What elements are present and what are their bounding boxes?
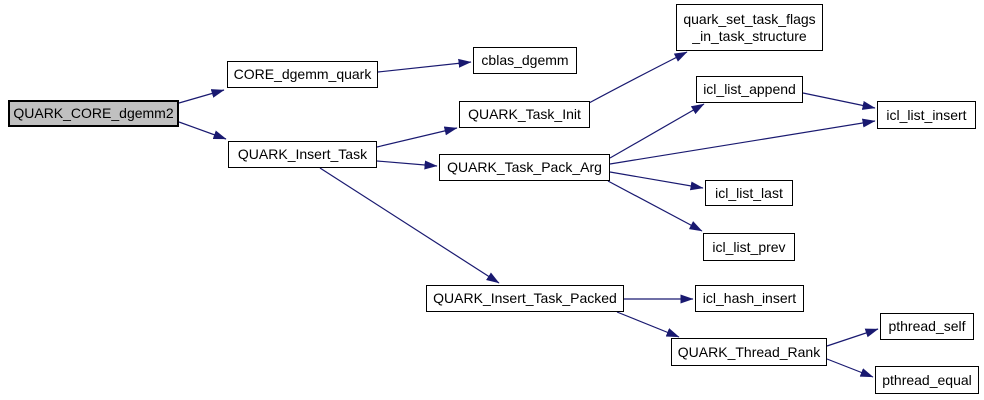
node-label: icl_list_last <box>715 184 783 201</box>
node-label: QUARK_Thread_Rank <box>677 343 821 360</box>
node-CORE_dgemm_quark[interactable]: CORE_dgemm_quark <box>227 61 378 88</box>
node-icl_list_last[interactable]: icl_list_last <box>705 180 793 206</box>
edge-QUARK_Insert_Task_Packed--QUARK_Thread_Rank <box>616 311 680 338</box>
node-icl_list_insert[interactable]: icl_list_insert <box>877 101 976 129</box>
edge-QUARK_Insert_Task--QUARK_Task_Init <box>376 126 458 148</box>
node-label: pthread_equal <box>882 371 972 388</box>
edge-icl_list_append--icl_list_insert <box>802 92 876 110</box>
edge-QUARK_Thread_Rank--pthread_equal <box>826 358 874 378</box>
node-label: QUARK_Task_Init <box>468 106 581 123</box>
node-label: _in_task_structure <box>692 27 807 44</box>
node-QUARK_Task_Pack_Arg[interactable]: QUARK_Task_Pack_Arg <box>439 154 610 181</box>
edge-QUARK_Task_Pack_Arg--icl_list_prev <box>607 180 703 232</box>
node-QUARK_CORE_dgemm2[interactable]: QUARK_CORE_dgemm2 <box>8 100 179 127</box>
edge-QUARK_Insert_Task--QUARK_Task_Pack_Arg <box>376 160 438 170</box>
node-label: icl_list_prev <box>712 238 786 255</box>
node-QUARK_Insert_Task_Packed[interactable]: QUARK_Insert_Task_Packed <box>426 285 624 312</box>
edge-QUARK_Insert_Task--QUARK_Insert_Task_Packed <box>319 167 500 284</box>
edges-group <box>178 51 879 378</box>
node-icl_hash_insert[interactable]: icl_hash_insert <box>695 285 804 312</box>
node-label: QUARK_Insert_Task <box>237 146 368 163</box>
edge-QUARK_Task_Pack_Arg--icl_list_append <box>609 103 705 159</box>
node-icl_list_prev[interactable]: icl_list_prev <box>703 233 795 261</box>
edge-QUARK_CORE_dgemm2--CORE_dgemm_quark <box>178 89 225 104</box>
node-label: QUARK_CORE_dgemm2 <box>13 105 174 122</box>
edge-QUARK_Task_Pack_Arg--icl_list_last <box>609 171 704 191</box>
node-label: CORE_dgemm_quark <box>233 66 372 83</box>
node-label: pthread_self <box>888 318 966 335</box>
node-label: icl_hash_insert <box>702 290 797 307</box>
node-label: icl_list_append <box>703 81 796 98</box>
edge-QUARK_Thread_Rank--pthread_self <box>826 328 879 347</box>
node-label: QUARK_Insert_Task_Packed <box>433 290 617 307</box>
node-label: icl_list_insert <box>886 106 967 123</box>
node-QUARK_Task_Init[interactable]: QUARK_Task_Init <box>459 101 590 128</box>
node-cblas_dgemm[interactable]: cblas_dgemm <box>473 47 577 74</box>
edge-QUARK_CORE_dgemm2--QUARK_Insert_Task <box>178 121 227 140</box>
node-icl_list_append[interactable]: icl_list_append <box>696 76 803 103</box>
edge-QUARK_Task_Pack_Arg--icl_list_insert <box>609 118 876 165</box>
edge-QUARK_Task_Init--quark_set_task_flags_in_task_structure <box>588 51 688 104</box>
edge-CORE_dgemm_quark--cblas_dgemm <box>377 58 472 73</box>
node-label: cblas_dgemm <box>481 52 569 69</box>
node-quark_set_task_flags_in_task_structure[interactable]: quark_set_task_flags_in_task_structure <box>676 4 823 51</box>
node-QUARK_Thread_Rank[interactable]: QUARK_Thread_Rank <box>671 338 827 366</box>
node-QUARK_Insert_Task[interactable]: QUARK_Insert_Task <box>228 141 377 168</box>
node-label: quark_set_task_flags <box>683 10 816 27</box>
node-label: QUARK_Task_Pack_Arg <box>447 159 602 176</box>
node-pthread_self[interactable]: pthread_self <box>880 313 974 340</box>
node-pthread_equal[interactable]: pthread_equal <box>875 366 979 394</box>
